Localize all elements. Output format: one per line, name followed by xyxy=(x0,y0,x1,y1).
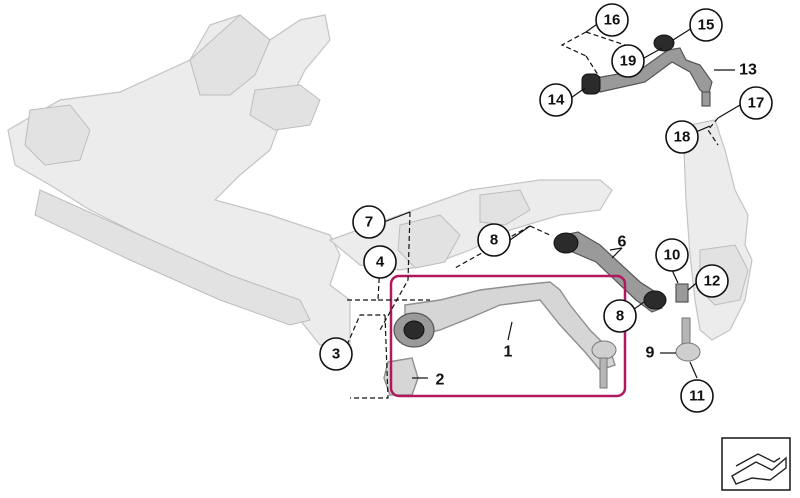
ball-joint xyxy=(591,340,617,360)
svg-text:19: 19 xyxy=(620,53,637,70)
page-flip-icon[interactable] xyxy=(721,437,791,491)
svg-text:1: 1 xyxy=(504,344,513,361)
svg-text:16: 16 xyxy=(604,12,621,29)
callout-3: 3 xyxy=(319,337,353,371)
callout-4: 4 xyxy=(363,245,397,279)
ball-joint-pin xyxy=(701,91,711,107)
callout-2: 2 xyxy=(436,372,445,389)
callout-12: 12 xyxy=(695,264,729,298)
svg-text:3: 3 xyxy=(332,346,340,363)
strut-bushing-front xyxy=(553,232,579,254)
hydro-bushing-2 xyxy=(383,357,419,396)
callout-11: 11 xyxy=(680,379,714,413)
svg-text:18: 18 xyxy=(674,129,691,146)
callout-18: 18 xyxy=(665,120,699,154)
callout-14: 14 xyxy=(539,83,573,117)
strut-bushing-rear xyxy=(643,290,667,310)
part-highlight-frame xyxy=(389,274,627,398)
callout-6: 6 xyxy=(618,234,627,251)
svg-text:8: 8 xyxy=(616,308,624,325)
callout-17: 17 xyxy=(739,86,773,120)
callout-8-upper: 8 xyxy=(477,223,511,257)
ball-joint-stud xyxy=(599,357,608,389)
upper-control-arm xyxy=(581,34,713,107)
callout-8-lower: 8 xyxy=(603,299,637,333)
callouts: 16 15 19 13 14 17 18 7 xyxy=(319,3,773,413)
svg-text:13: 13 xyxy=(739,62,757,79)
callout-9: 9 xyxy=(646,345,655,362)
svg-text:10: 10 xyxy=(664,247,681,264)
callout-1: 1 xyxy=(504,344,513,361)
callout-15: 15 xyxy=(689,8,723,42)
svg-text:2: 2 xyxy=(436,372,445,389)
lower-wishbone xyxy=(383,281,617,396)
svg-text:12: 12 xyxy=(704,273,721,290)
svg-text:8: 8 xyxy=(490,232,498,249)
callout-19: 19 xyxy=(611,44,645,78)
callout-10: 10 xyxy=(655,238,689,272)
svg-text:14: 14 xyxy=(548,92,565,109)
tension-strut xyxy=(553,231,689,313)
sleeve-12 xyxy=(675,283,689,303)
svg-text:15: 15 xyxy=(698,17,715,34)
callout-7: 7 xyxy=(352,205,386,239)
bushing-14 xyxy=(581,73,601,95)
svg-text:11: 11 xyxy=(689,388,705,405)
svg-text:17: 17 xyxy=(748,95,765,112)
svg-text:6: 6 xyxy=(618,234,627,251)
lower-ball-joint xyxy=(675,317,701,362)
svg-text:9: 9 xyxy=(646,345,655,362)
callout-16: 16 xyxy=(595,3,629,37)
svg-text:4: 4 xyxy=(376,254,385,271)
callout-13: 13 xyxy=(739,62,757,79)
bushing-15 xyxy=(653,34,675,52)
svg-text:7: 7 xyxy=(365,214,373,231)
